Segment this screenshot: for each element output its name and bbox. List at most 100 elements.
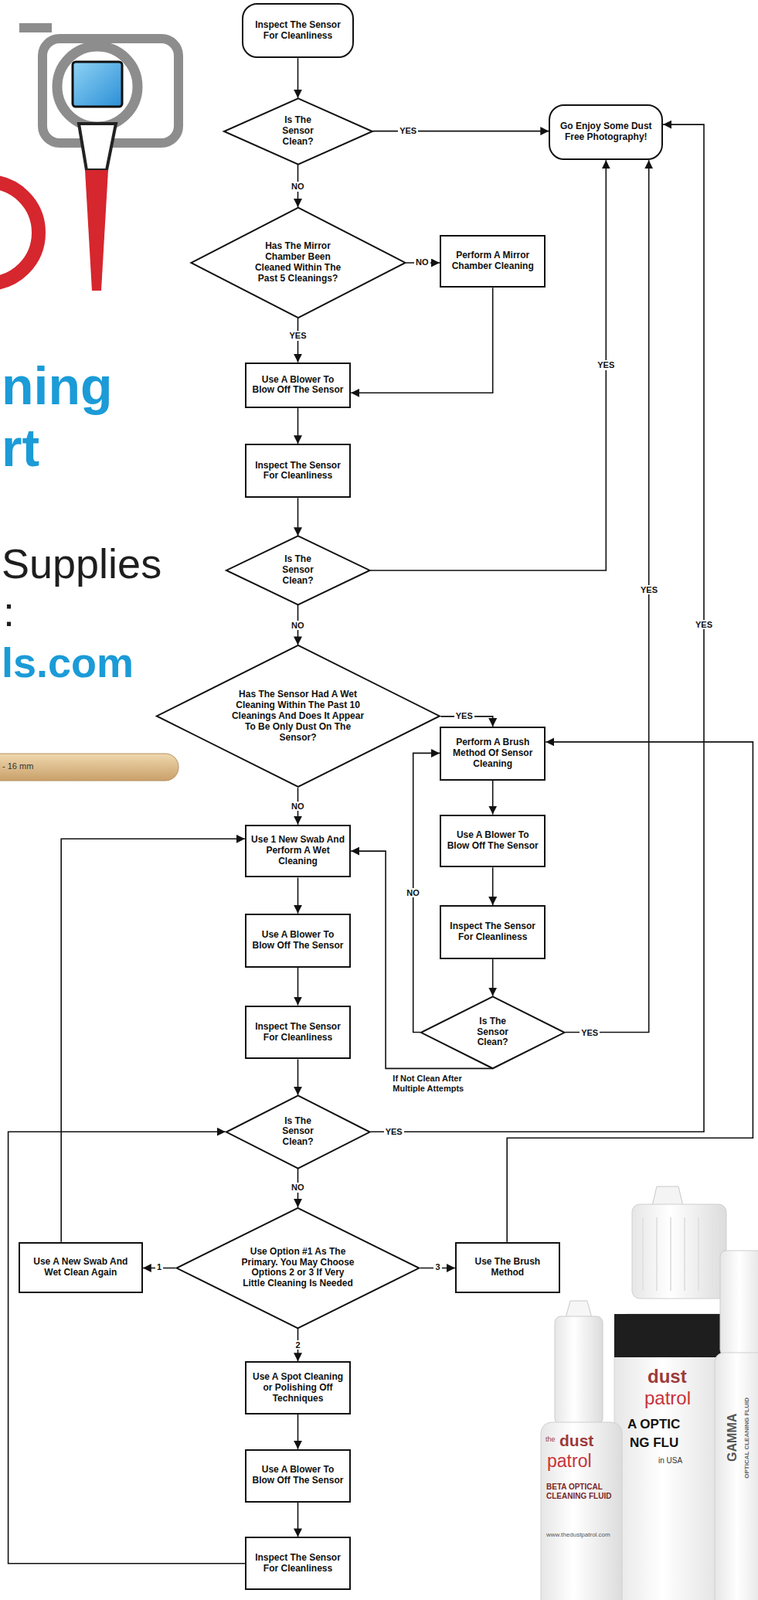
edge-label: YES: [595, 360, 616, 371]
process-box: Inspect The Sensor For Cleanliness: [244, 443, 351, 498]
diamond-shape: [190, 207, 405, 318]
edge-label: YES: [693, 619, 714, 629]
decision-diamond: Is The Sensor Clean?: [420, 995, 565, 1069]
node-text: Inspect The Sensor For Cleanliness: [250, 1021, 346, 1044]
connector: [492, 780, 494, 815]
node-text: Inspect The Sensor For Cleanliness: [445, 921, 541, 943]
bottle-brand: patrol: [547, 1451, 592, 1471]
bottle-text: BETA OPTICAL CLEANING FLUID: [546, 1482, 620, 1501]
edge-label: 1: [155, 1261, 164, 1272]
website-fragment: ls.com: [1, 639, 134, 686]
node-text: Use 1 New Swab And Perform A Wet Cleanin…: [250, 834, 346, 867]
node-text: Use A Blower To Blow Off The Sensor: [250, 929, 346, 952]
node-text: Inspect The Sensor For Cleanliness: [250, 460, 346, 483]
process-box: Use 1 New Swab And Perform A Wet Cleanin…: [244, 824, 351, 878]
connector: [297, 407, 300, 444]
process-box: Perform A Brush Method Of Sensor Cleanin…: [439, 726, 546, 781]
decision-diamond: Is The Sensor Clean?: [225, 535, 371, 606]
node-text: Is The Sensor Clean?: [273, 1115, 323, 1148]
connector: [350, 287, 493, 393]
bottle-text: NG FLU: [629, 1435, 679, 1451]
process-box: Inspect The Sensor For Cleanliness: [244, 1536, 351, 1590]
connector: [297, 1414, 300, 1449]
edge-label: NO: [289, 1182, 306, 1193]
connector: [370, 159, 606, 571]
bottle-url: www.thedustpatrol.com: [546, 1531, 611, 1539]
bottle-cap: [554, 1315, 603, 1425]
edge-label: NO: [414, 257, 431, 268]
cap-ribs: [642, 1216, 713, 1291]
subtitle-fragment: Supplies: [1, 540, 162, 587]
edge-label: YES: [579, 1027, 600, 1038]
camera-screen: [72, 61, 123, 107]
connector: [61, 838, 245, 1242]
title-fragment: ning: [1, 356, 113, 415]
node-text: Use A New Swab And Wet Clean Again: [23, 1256, 138, 1279]
diamond-shape: [226, 1094, 371, 1168]
bottle-brand: the: [545, 1435, 556, 1444]
swab-stick: [0, 753, 179, 781]
title-fragment: rt: [1, 418, 40, 477]
node-text: Use Option #1 As The Primary. You May Ch…: [240, 1246, 357, 1289]
connector: [565, 159, 650, 1032]
diamond-shape: [176, 1207, 420, 1329]
terminal-box: Go Enjoy Some Dust Free Photography!: [548, 104, 663, 161]
bottle-tip: [565, 1300, 592, 1318]
logo-ring: [0, 181, 39, 284]
edge-label: NO: [289, 620, 306, 631]
edge-label: YES: [639, 584, 660, 595]
node-text: Inspect The Sensor For Cleanliness: [250, 1552, 346, 1574]
edge-label: NO: [289, 181, 306, 192]
node-text: Has The Mirror Chamber Been Cleaned With…: [248, 241, 349, 284]
process-box: Use A Blower To Blow Off The Sensor: [439, 814, 546, 868]
bottle-cap: [720, 1250, 758, 1356]
connector: [492, 866, 494, 905]
decision-diamond: Is The Sensor Clean?: [223, 98, 374, 165]
process-box: Use A New Swab And Wet Clean Again: [18, 1241, 143, 1293]
subtitle-fragment: :: [3, 588, 15, 635]
node-text: Use The Brush Method: [460, 1256, 555, 1279]
bottle-brand: dust: [559, 1431, 594, 1449]
node-text: Is The Sensor Clean?: [273, 554, 323, 586]
node-text: Has The Sensor Had A Wet Cleaning Within…: [228, 689, 368, 743]
process-box: Use A Spot Cleaning or Polishing Off Tec…: [244, 1360, 351, 1415]
diamond-shape: [226, 536, 371, 606]
edge-label: 2: [294, 1339, 303, 1350]
edge-label: YES: [288, 330, 309, 341]
connector: [297, 877, 300, 914]
process-box: Use The Brush Method: [455, 1241, 561, 1293]
swab-handle: [84, 169, 109, 291]
diamond-shape: [156, 645, 440, 787]
process-box: Inspect The Sensor For Cleanliness: [244, 1005, 351, 1060]
decision-diamond: Is The Sensor Clean?: [225, 1094, 371, 1169]
connector: [8, 1131, 245, 1564]
edge-label: YES: [454, 710, 475, 721]
connector: [297, 967, 300, 1006]
connector: [370, 124, 704, 1132]
camera-lens: [57, 46, 138, 127]
diamond-shape: [224, 98, 373, 164]
diamond-shape: [421, 995, 565, 1068]
connector: [297, 1502, 300, 1537]
bottle-band: [614, 1313, 735, 1357]
edge-label: YES: [397, 125, 419, 136]
edge-label: NO: [289, 801, 306, 812]
node-text: Use A Blower To Blow Off The Sensor: [445, 829, 541, 852]
terminal-box: Inspect The Sensor For Cleanliness: [241, 3, 354, 58]
node-text: Use A Blower To Blow Off The Sensor: [250, 374, 346, 397]
process-box: Use A Blower To Blow Off The Sensor: [244, 362, 351, 408]
bottle-body: [540, 1421, 623, 1600]
node-text: Use A Blower To Blow Off The Sensor: [250, 1464, 346, 1486]
node-text: Is The Sensor Clean?: [273, 115, 323, 147]
bottle-text: in USA: [658, 1455, 683, 1465]
node-text: Perform A Mirror Chamber Cleaning: [445, 250, 541, 272]
node-text: Perform A Brush Method Of Sensor Cleanin…: [445, 737, 541, 769]
swab-head: [78, 123, 116, 170]
bottle-cap: [632, 1203, 727, 1299]
node-text: Use A Spot Cleaning or Polishing Off Tec…: [250, 1371, 346, 1404]
node-text: Go Enjoy Some Dust Free Photography!: [558, 121, 653, 143]
edge-label: 3: [433, 1261, 442, 1272]
decision-diamond: Use Option #1 As The Primary. You May Ch…: [175, 1206, 421, 1329]
